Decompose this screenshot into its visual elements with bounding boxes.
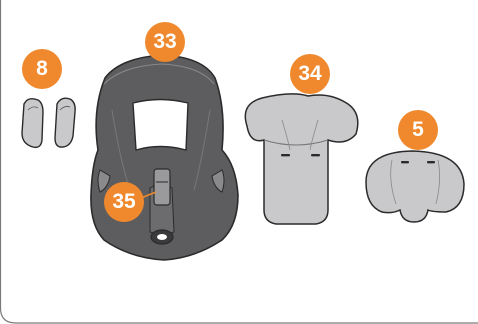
part-number-35: 35 (112, 190, 135, 213)
seat-cover-illustration (91, 55, 238, 260)
part-number-5: 5 (412, 118, 424, 141)
shoulder-pads-illustration (22, 98, 75, 147)
part-number-badge-5: 5 (398, 110, 438, 150)
part-number-33: 33 (153, 30, 176, 53)
part-number-34: 34 (298, 62, 321, 85)
part-number-badge-33: 33 (145, 22, 185, 62)
part-number-badge-34: 34 (290, 54, 330, 94)
head-cushion-illustration (366, 151, 464, 222)
part-number-8: 8 (36, 57, 48, 80)
part-number-badge-35: 35 (104, 182, 144, 222)
part-number-badge-8: 8 (22, 49, 62, 89)
infant-insert-illustration (245, 94, 357, 224)
